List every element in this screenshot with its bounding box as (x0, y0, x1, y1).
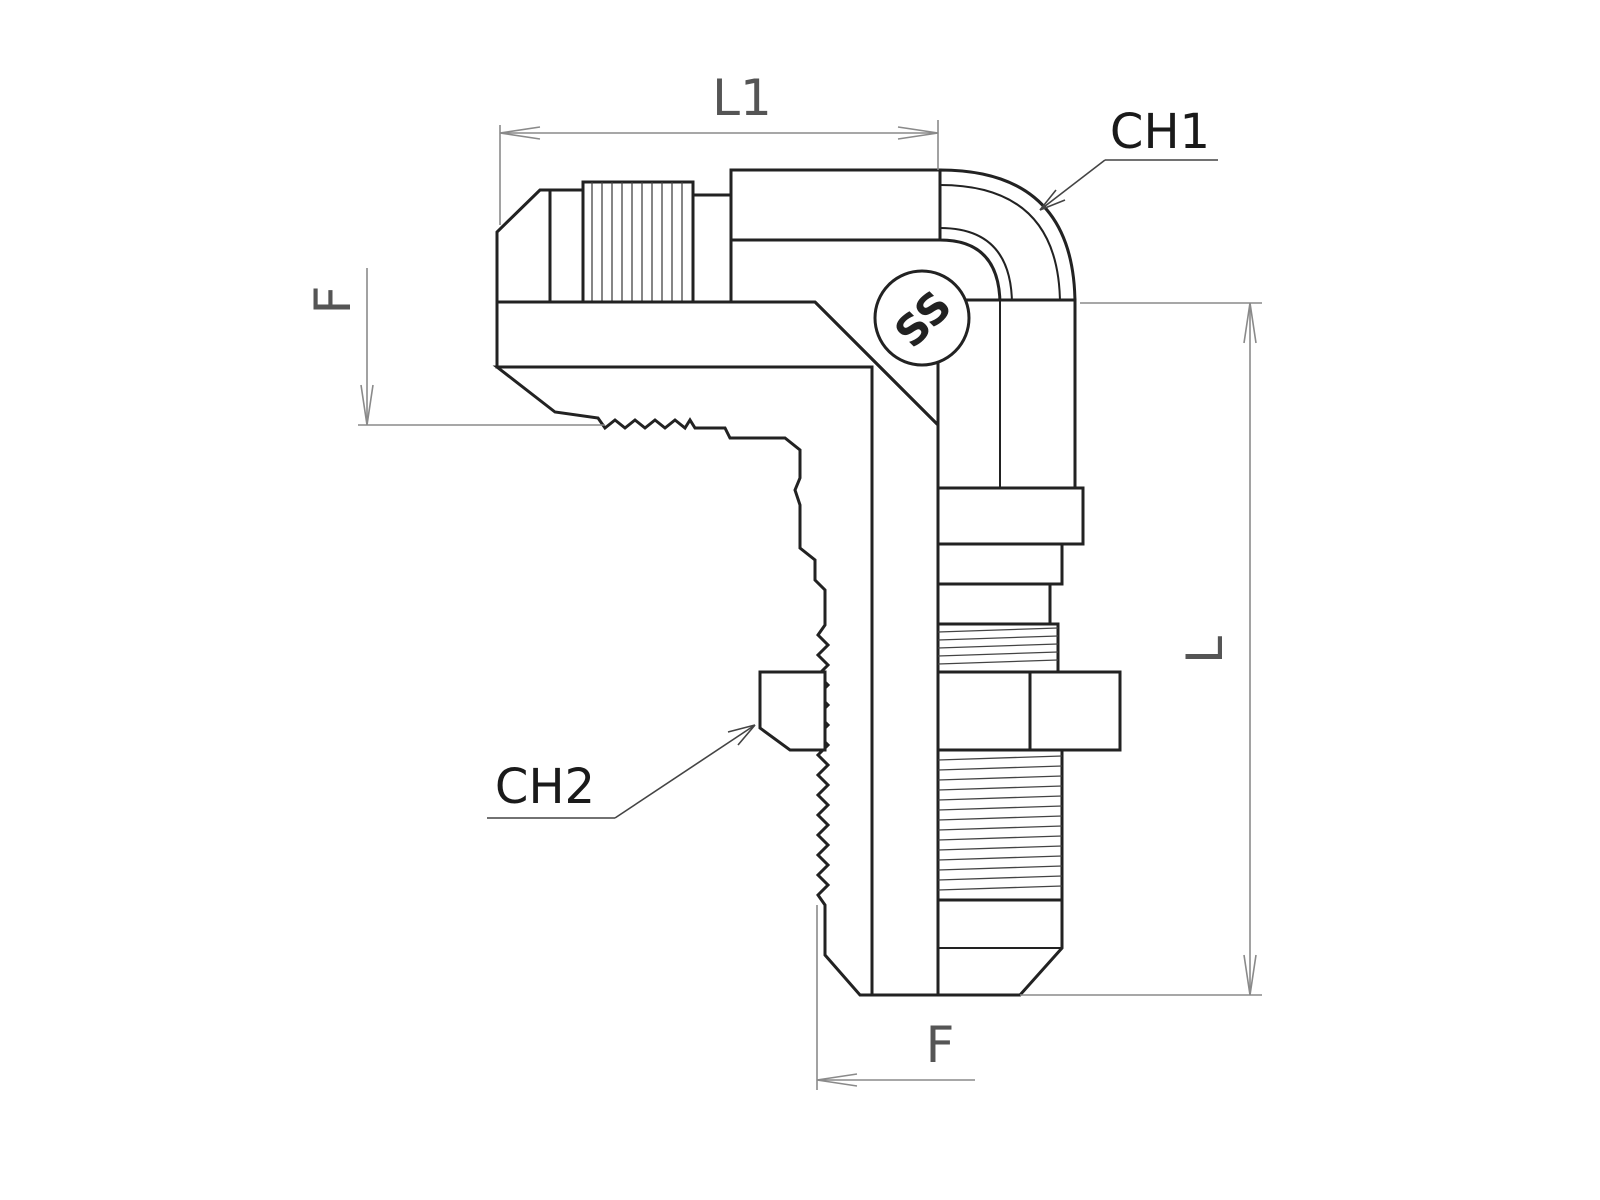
logo-circle (873, 269, 971, 367)
dimension-f-left: F (304, 268, 605, 426)
lock-nut-center (936, 670, 1032, 752)
horizontal-thread-lines (591, 182, 683, 302)
lock-nut-left (758, 670, 827, 752)
callout-label-ch1: CH1 (1110, 104, 1210, 160)
elbow-top-body (729, 168, 942, 242)
dimension-label-f-left: F (304, 286, 362, 315)
lock-nut-right (1028, 670, 1122, 752)
dimension-label-f-bottom: F (926, 1016, 955, 1074)
lower-neck-2 (936, 582, 1052, 626)
dimension-l1: L1 (499, 69, 939, 225)
brand-logo: SS (873, 269, 971, 367)
dimension-l: L (1020, 302, 1262, 996)
dimension-label-l: L (1176, 636, 1234, 664)
callout-label-ch2: CH2 (495, 759, 595, 815)
lower-bulkhead-thread (936, 748, 1064, 902)
horizontal-cone-band (548, 188, 585, 304)
horizontal-thread-section (581, 180, 695, 304)
upper-bulkhead-thread-lines (937, 627, 1059, 665)
vertical-connector (936, 486, 1122, 997)
lower-bulkhead-thread-lines (937, 755, 1063, 891)
horizontal-connector (495, 180, 733, 304)
dimension-f-bottom: F (816, 905, 975, 1090)
hatched-wall (492, 365, 874, 997)
collar (936, 486, 1085, 546)
callout-ch1: CH1 (1039, 104, 1218, 211)
horizontal-flare-tip (495, 188, 552, 304)
callout-ch2: CH2 (487, 724, 756, 819)
dimension-label-l1: L1 (712, 69, 772, 127)
lower-neck (936, 542, 1064, 586)
section-view (492, 300, 940, 997)
horizontal-neck (691, 193, 733, 304)
elbow-body (729, 168, 1077, 490)
